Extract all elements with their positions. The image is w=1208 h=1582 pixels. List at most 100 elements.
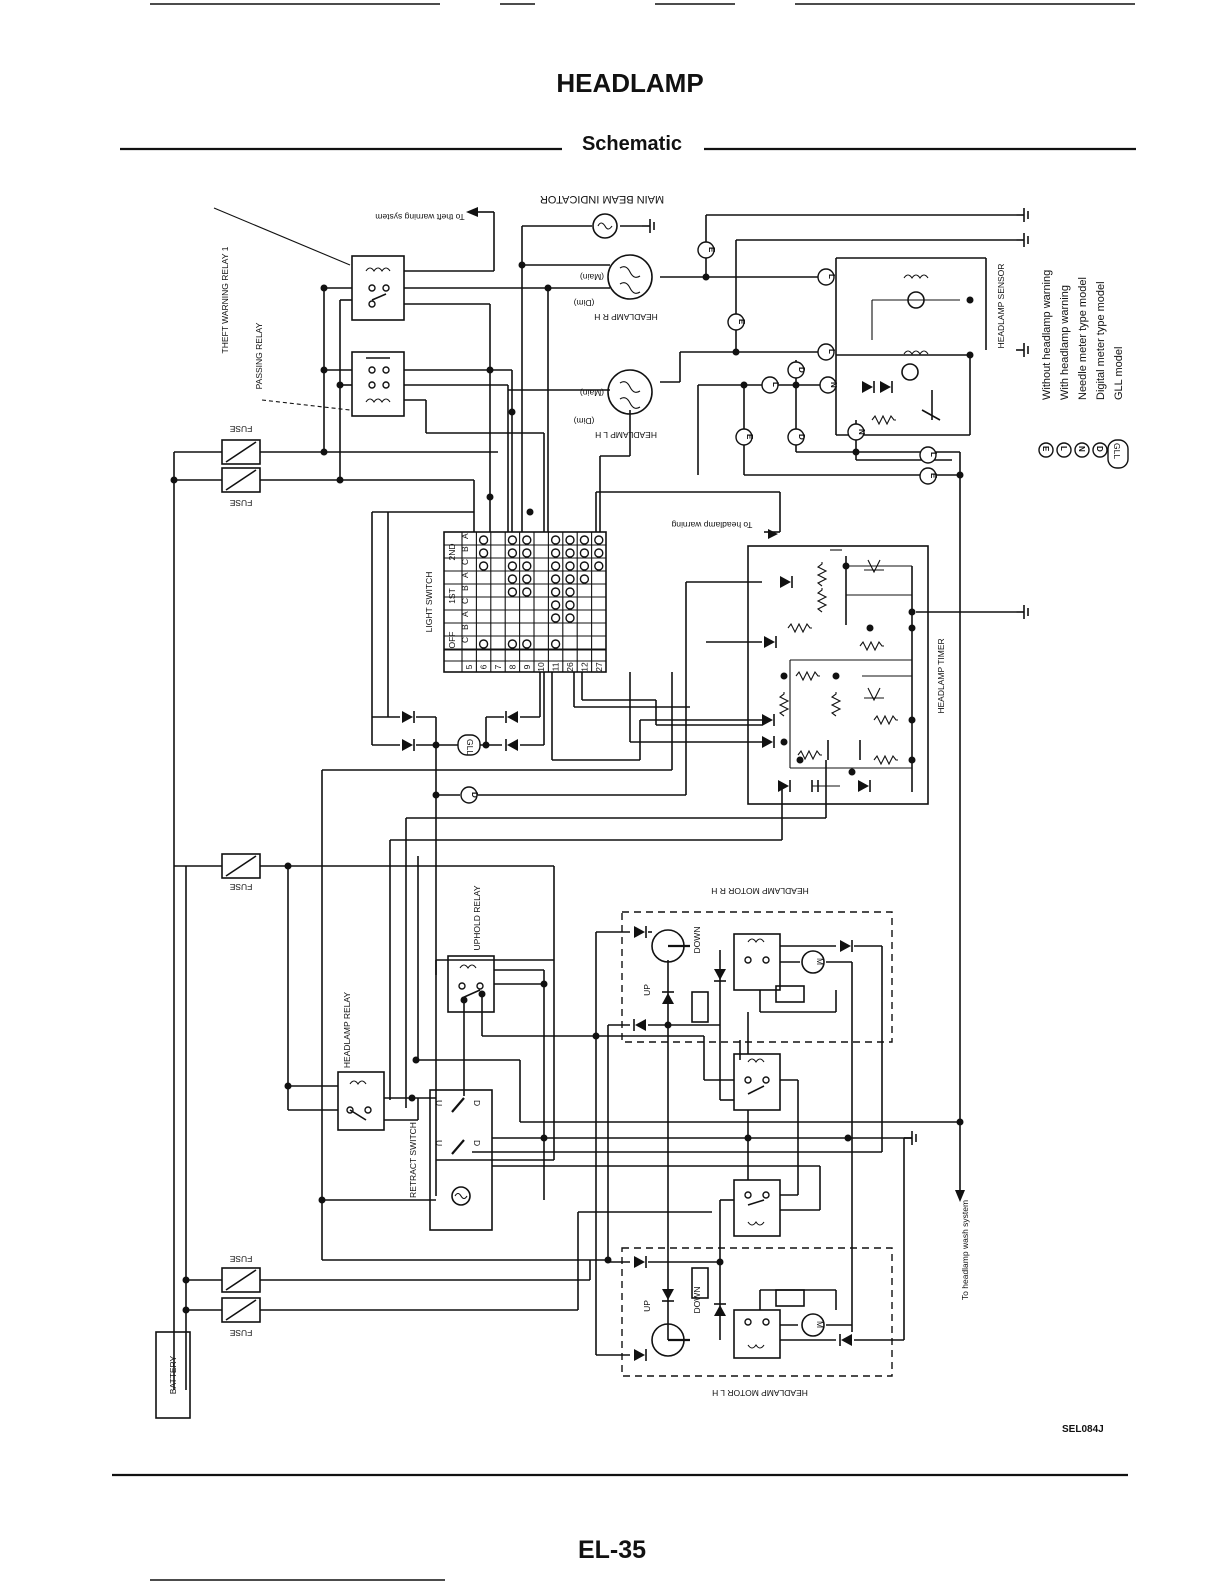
svg-text:D: D (797, 367, 806, 373)
switch-position-label: 1ST (447, 588, 457, 604)
wiring (173, 211, 1016, 1390)
retract-relay-lh (733, 1179, 781, 1237)
headlamp-sensor-label: HEADLAMP SENSOR (996, 264, 1006, 349)
switch-position-label: OFF (447, 632, 457, 649)
option-markers: E E L L D N L E D N L E D GLL (457, 241, 938, 804)
passing-relay: PASSING RELAY (254, 322, 405, 417)
legend-item-l: L With headlamp warning (1056, 285, 1072, 458)
switch-contact-label: B (460, 624, 470, 630)
svg-text:D: D (472, 1140, 482, 1146)
svg-text:FUSE: FUSE (229, 1254, 252, 1264)
switch-contact (565, 561, 575, 571)
switch-contact (522, 535, 532, 545)
svg-text:D: D (1095, 446, 1104, 452)
fuse-1: FUSE (221, 424, 261, 465)
switch-contact (478, 548, 489, 558)
svg-text:L: L (771, 382, 780, 387)
switch-contact (565, 587, 575, 597)
switch-contact (565, 548, 575, 558)
switch-terminal-label: 9 (522, 664, 532, 669)
page-rules (112, 3, 1136, 1581)
retract-relay-rh (733, 1053, 781, 1111)
svg-text:GLL: GLL (465, 739, 475, 755)
headlamp-relay-label: HEADLAMP RELAY (342, 992, 352, 1069)
switch-contact (478, 639, 489, 649)
switch-contact-label: A (460, 533, 470, 539)
fuse-2: FUSE (221, 467, 261, 508)
headlamp-motor-lh: HEADLAMP MOTOR L H DOWN UP M (621, 1247, 893, 1398)
svg-text:UP: UP (642, 984, 652, 996)
svg-text:FUSE: FUSE (229, 1328, 252, 1338)
switch-contact (550, 613, 561, 623)
svg-text:Without headlamp warning: Without headlamp warning (1041, 270, 1053, 400)
switch-terminal-label: 12 (579, 662, 589, 672)
to-theft-warning-label: To theft warning system (375, 212, 464, 222)
switch-position-label: 2ND (447, 543, 457, 560)
switch-contact (594, 548, 604, 558)
fuse-5: FUSE (221, 1297, 261, 1338)
to-headlamp-warning-label: To headlamp warning (671, 520, 752, 530)
switch-contact (565, 613, 575, 623)
switch-contact (507, 561, 518, 571)
switch-contact (478, 535, 489, 545)
switch-contact-label: A (460, 611, 470, 617)
svg-text:L: L (1059, 446, 1068, 451)
switch-contact (507, 587, 518, 597)
svg-text:With headlamp warning: With headlamp warning (1059, 285, 1071, 400)
svg-text:FUSE: FUSE (229, 424, 252, 434)
switch-contact (594, 535, 604, 545)
svg-text:N: N (1077, 446, 1086, 452)
page-title: HEADLAMP (556, 68, 703, 98)
switch-terminal-label: 5 (464, 664, 474, 669)
svg-text:L: L (827, 274, 836, 279)
switch-contact (522, 587, 532, 597)
section-heading: Schematic (582, 133, 682, 155)
switch-contact (507, 535, 518, 545)
switch-contact-label: B (460, 585, 470, 591)
switch-contact (522, 548, 532, 558)
headlamp-timer: HEADLAMP TIMER (747, 545, 946, 805)
headlamp-sensor: HEADLAMP SENSOR (861, 264, 1006, 425)
theft-warning-relay: THEFT WARNING RELAY 1 (213, 207, 405, 353)
switch-terminal-label: 8 (507, 664, 517, 669)
svg-text:E: E (707, 247, 716, 253)
svg-text:N: N (857, 429, 866, 435)
uphold-relay-label: UPHOLD RELAY (472, 885, 482, 950)
switch-contact (594, 561, 604, 571)
svg-text:DOWN: DOWN (692, 1287, 702, 1314)
legend-item-gll: GLL GLL model (1107, 347, 1129, 469)
switch-contact (478, 561, 489, 571)
svg-text:FUSE: FUSE (229, 498, 252, 508)
battery: BATTERY (155, 1331, 191, 1419)
switch-contact (579, 535, 590, 545)
switch-terminal-label: 27 (594, 662, 604, 672)
fuse-4: FUSE (221, 1254, 261, 1293)
headlamp-timer-label: HEADLAMP TIMER (936, 638, 946, 713)
switch-contact (507, 574, 518, 584)
switch-contact (579, 561, 590, 571)
switch-contact (522, 574, 532, 584)
svg-text:L: L (827, 349, 836, 354)
svg-text:Digital meter type model: Digital meter type model (1095, 281, 1107, 400)
legend-item-e: E Without headlamp warning (1038, 270, 1054, 458)
switch-contact (579, 574, 590, 584)
legend-item-d: D Digital meter type model (1092, 281, 1108, 458)
switch-contact (565, 574, 575, 584)
svg-text:U: U (434, 1100, 444, 1106)
svg-text:HEADLAMP MOTOR L H: HEADLAMP MOTOR L H (712, 1388, 808, 1398)
headlamp-rh: (Main) (Dim) HEADLAMP R H (573, 254, 658, 322)
switch-terminal-label: 7 (493, 664, 503, 669)
switch-terminal-label: 26 (565, 662, 575, 672)
switch-contact (550, 600, 561, 610)
switch-contact-label: C (460, 637, 470, 643)
main-beam-indicator-label: MAIN BEAM INDICATOR (540, 193, 664, 205)
switch-terminal-label: 6 (479, 664, 489, 669)
svg-text:E: E (929, 473, 938, 479)
fuse-3: FUSE (221, 853, 261, 892)
svg-text:(Dim): (Dim) (573, 416, 594, 426)
switch-contact-label: A (460, 572, 470, 578)
switch-terminal-label: 11 (551, 662, 561, 671)
switch-contact (507, 548, 518, 558)
theft-relay-label: THEFT WARNING RELAY 1 (220, 246, 230, 353)
svg-text:L: L (929, 452, 938, 457)
